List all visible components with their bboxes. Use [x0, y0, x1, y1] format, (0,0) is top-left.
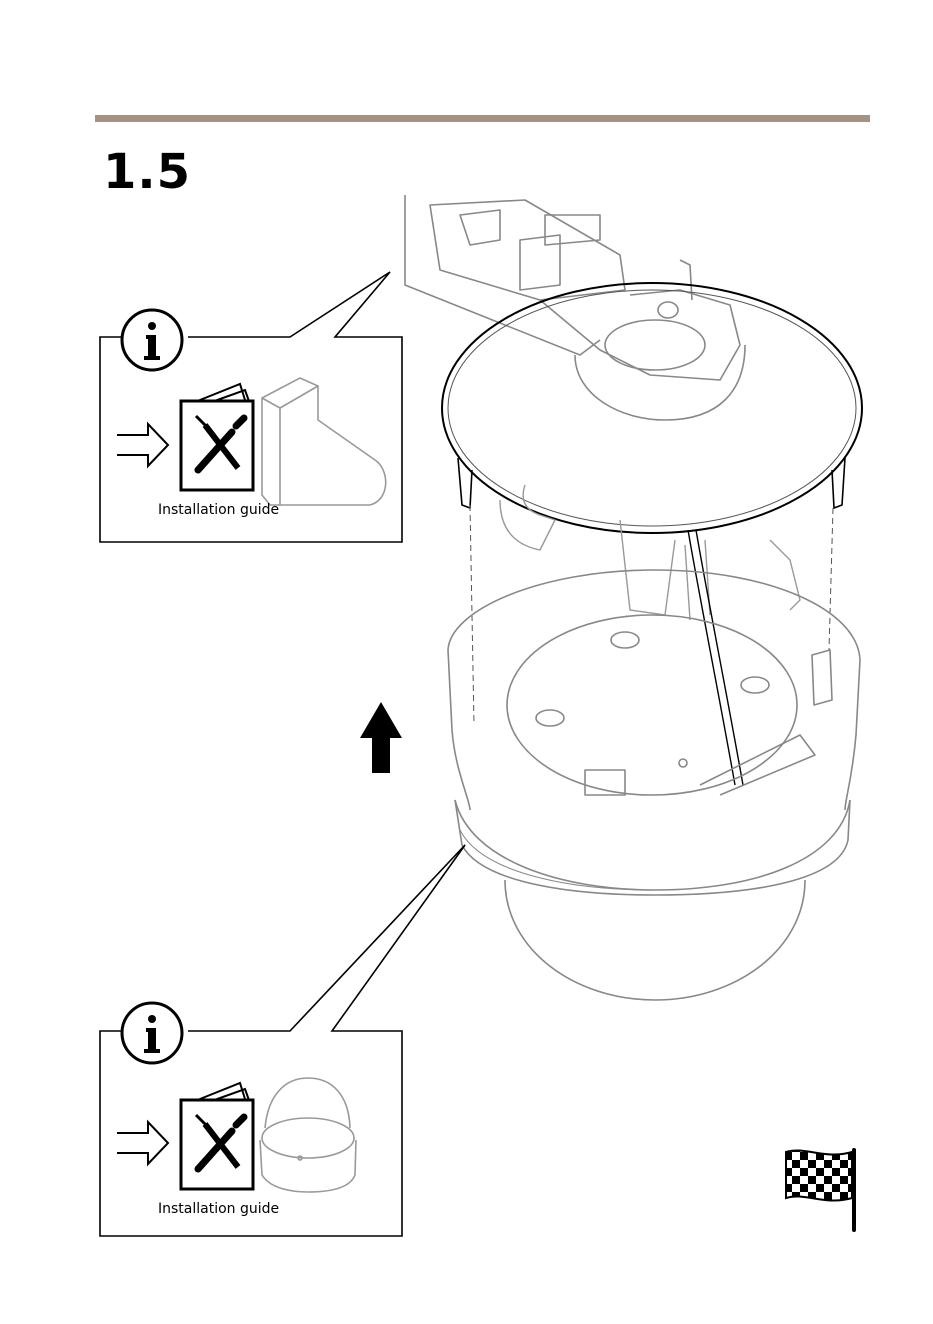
arrow-right-icon — [117, 1122, 168, 1164]
installation-guide-book-icon — [181, 1083, 253, 1189]
callout-dome-camera: Installation guide — [100, 845, 465, 1236]
checkered-flag-icon — [786, 1150, 854, 1230]
dome-housing — [448, 570, 860, 1000]
info-icon — [122, 1003, 182, 1063]
cable — [688, 530, 743, 785]
callout-caption: Installation guide — [158, 1201, 279, 1217]
info-icon — [122, 310, 182, 370]
camera-assembly-illustration — [405, 195, 862, 1000]
callout-caption: Installation guide — [158, 502, 279, 518]
callout-wall-mount: Installation guide — [100, 272, 402, 542]
arrow-right-icon — [117, 424, 168, 466]
wall-mount-arm — [405, 195, 745, 420]
arrow-up-icon — [360, 702, 402, 773]
installation-guide-book-icon — [181, 384, 253, 490]
dome-camera — [260, 1078, 356, 1192]
wall-mount-bracket — [262, 378, 386, 505]
inner-housing — [500, 485, 800, 620]
